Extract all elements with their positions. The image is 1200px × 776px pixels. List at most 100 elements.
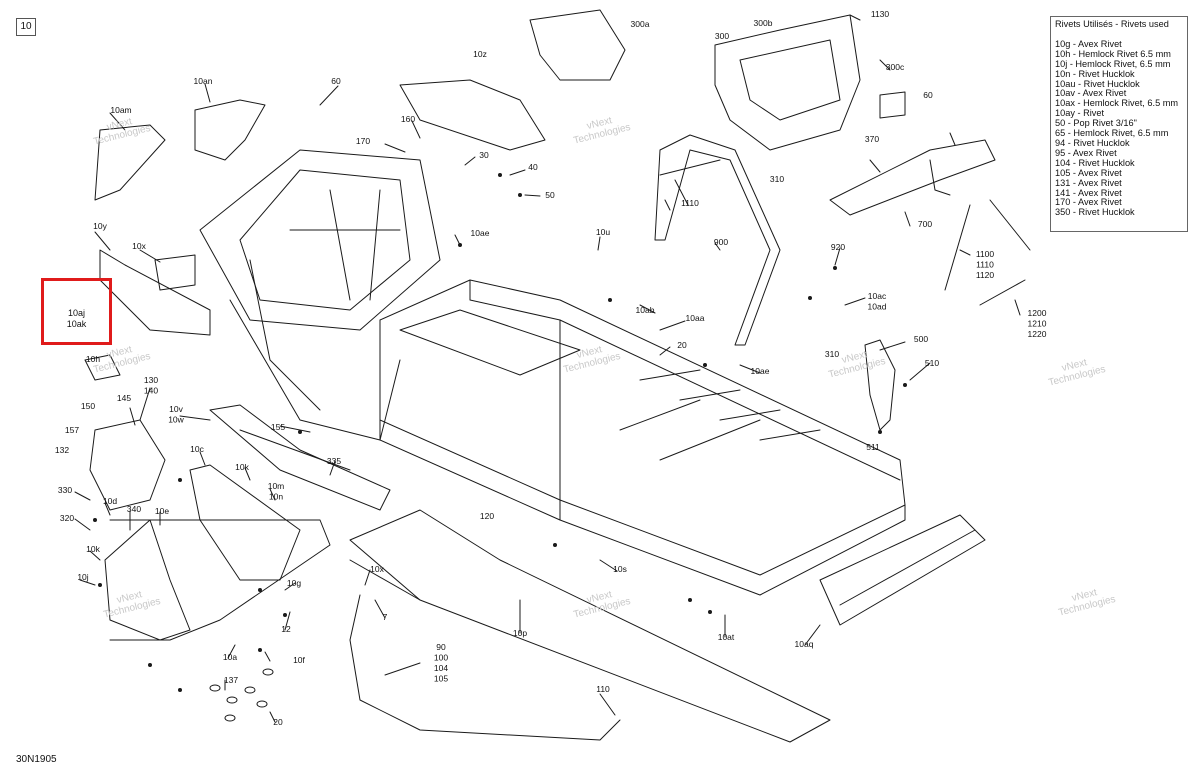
callout-label: 10x bbox=[370, 564, 384, 574]
legend-item: 50 - Pop Rivet 3/16" bbox=[1055, 118, 1137, 129]
callout-label: 7 bbox=[383, 612, 388, 622]
callout-label: 310 bbox=[825, 349, 839, 359]
legend-item: 105 - Avex Rivet bbox=[1055, 167, 1122, 178]
callout-label: 300 bbox=[715, 31, 729, 41]
watermark-text: vNextTechnologies bbox=[1045, 353, 1107, 388]
callout-label: 10f bbox=[293, 655, 305, 665]
callout-label: 335 bbox=[327, 456, 341, 466]
callout-label: 310 bbox=[770, 174, 784, 184]
callout-label: 10e bbox=[155, 506, 169, 516]
callout-label: 110 bbox=[596, 684, 610, 694]
callout-label: 300a bbox=[631, 19, 650, 29]
callout-label: 10x bbox=[132, 241, 146, 251]
legend-item: 10au - Rivet Hucklok bbox=[1055, 78, 1140, 89]
callout-label: 132 bbox=[55, 445, 69, 455]
callout-label: 10at bbox=[718, 632, 735, 642]
watermark-text: vNextTechnologies bbox=[560, 340, 622, 375]
legend-item: 141 - Avex Rivet bbox=[1055, 187, 1122, 198]
callout-label: 10d bbox=[103, 496, 117, 506]
watermark-text: vNextTechnologies bbox=[90, 112, 152, 147]
legend-item: 104 - Rivet Hucklok bbox=[1055, 157, 1135, 168]
legend-item: 10g - Avex Rivet bbox=[1055, 38, 1122, 49]
callout-label: 10an bbox=[194, 76, 213, 86]
callout-label: 12 bbox=[281, 624, 291, 634]
legend-item: 95 - Avex Rivet bbox=[1055, 147, 1117, 158]
legend-item: 170 - Avex Rivet bbox=[1055, 197, 1122, 208]
callout-label: 40 bbox=[528, 162, 538, 172]
callout-label: 320 bbox=[60, 513, 74, 523]
callout-label: 10aa bbox=[686, 313, 705, 323]
callout-label: 10ab bbox=[636, 305, 655, 315]
watermark-text: vNextTechnologies bbox=[570, 585, 632, 620]
watermark: vNextTechnologies vNextTechnologies vNextT… bbox=[90, 111, 1117, 621]
callout-label: 150 bbox=[81, 401, 95, 411]
legend-item: 10av - Avex Rivet bbox=[1055, 88, 1127, 99]
callout-label: 10c bbox=[190, 444, 204, 454]
callout-label: 10ae bbox=[751, 366, 770, 376]
callout-label: 155 bbox=[271, 422, 285, 432]
callout-label: 160 bbox=[401, 114, 415, 124]
callout-label: 30 bbox=[479, 150, 489, 160]
callout-label: 920 bbox=[831, 242, 845, 252]
callout-label: 10h bbox=[86, 354, 100, 364]
callout-label: 10s bbox=[613, 564, 627, 574]
callout-label: 10k bbox=[235, 462, 249, 472]
callout-label: 20 bbox=[273, 717, 283, 727]
watermark-text: vNextTechnologies bbox=[1055, 583, 1117, 618]
callout-label: 500 bbox=[914, 334, 928, 344]
callout-label: 300b bbox=[754, 18, 773, 28]
callout-labels: 300a 300b 300 1130 300c 60 370 310 10z 10an 60 160 1… bbox=[55, 9, 1047, 727]
legend-item: 65 - Hemlock Rivet, 6.5 mm bbox=[1055, 128, 1169, 139]
callout-label: 60 bbox=[923, 90, 933, 100]
callout-label: 10p bbox=[513, 628, 527, 638]
callout-label: 10u bbox=[596, 227, 610, 237]
rivet-dots bbox=[93, 173, 907, 692]
callout-label: 145 bbox=[117, 393, 131, 403]
callout-label: 370 bbox=[865, 134, 879, 144]
callout-label: 340 bbox=[127, 504, 141, 514]
callout-label: 50 bbox=[545, 190, 555, 200]
legend-title: Rivets Utilisés - Rivets used bbox=[1055, 19, 1169, 29]
callout-label: 10ae bbox=[471, 228, 490, 238]
callout-label: 10aq bbox=[795, 639, 814, 649]
legend-item: 94 - Rivet Hucklok bbox=[1055, 137, 1130, 148]
callout-label: 300c bbox=[886, 62, 905, 72]
callout-label: 157 bbox=[65, 425, 79, 435]
callout-label: 170 bbox=[356, 136, 370, 146]
legend-item: 350 - Rivet Hucklok bbox=[1055, 207, 1135, 218]
callout-label: 1130 bbox=[871, 9, 890, 19]
watermark-text: vNextTechnologies bbox=[570, 111, 632, 146]
legend-item: 10ax - Hemlock Rivet, 6.5 mm bbox=[1055, 98, 1179, 109]
callout-label: 10a bbox=[223, 652, 237, 662]
callout-label: 10j bbox=[77, 572, 88, 582]
sheet-number-box: 10 bbox=[16, 18, 36, 36]
callout-label: 10g bbox=[287, 578, 301, 588]
callout-label: 10y bbox=[93, 221, 107, 231]
callout-label: 120 bbox=[480, 511, 494, 521]
callout-label: 60 bbox=[331, 76, 341, 86]
callout-label: 10z bbox=[473, 49, 487, 59]
callout-label: 1110 bbox=[681, 198, 699, 208]
legend-item: 10h - Hemlock Rivet 6.5 mm bbox=[1055, 48, 1171, 59]
legend-item: 10j - Hemlock Rivet, 6.5 mm bbox=[1055, 58, 1171, 69]
legend-item: 10n - Rivet Hucklok bbox=[1055, 68, 1135, 79]
legend-item: 10ay - Rivet bbox=[1055, 108, 1105, 119]
diagram-linework bbox=[74, 9, 1031, 743]
callout-label: 330 bbox=[58, 485, 72, 495]
callout-label: 511 bbox=[866, 442, 880, 452]
callout-label: 137 bbox=[224, 675, 238, 685]
callout-label: 20 bbox=[677, 340, 687, 350]
callout-label: 900 bbox=[714, 237, 728, 247]
callout-label: 10am bbox=[110, 105, 131, 115]
